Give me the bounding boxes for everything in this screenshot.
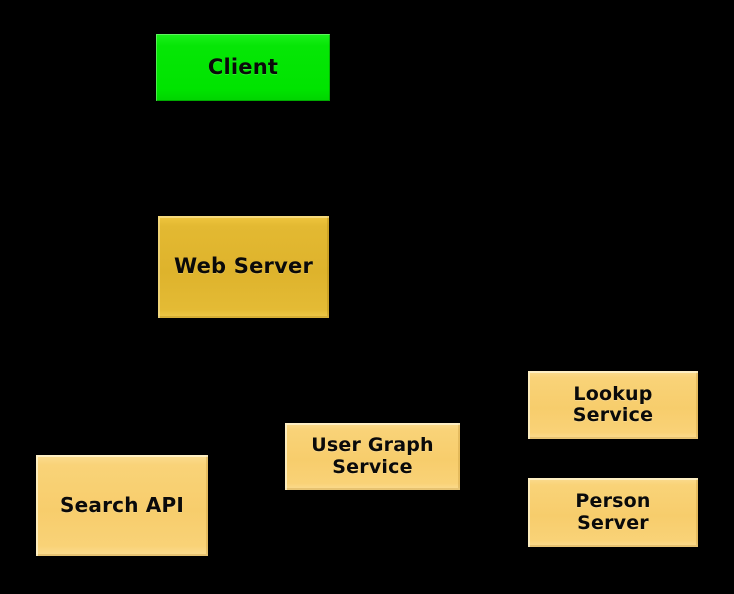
node-label-lookup-service: Lookup Service [572,382,654,426]
node-label-user-graph-service: User Graph Service [311,434,434,478]
node-search-api[interactable]: Search API [36,455,208,556]
node-label-web-server: Web Server [173,254,313,279]
node-lookup-service[interactable]: Lookup Service [528,371,698,439]
node-label-client: Client [207,54,279,79]
node-web-server[interactable]: Web Server [158,216,329,318]
node-person-server[interactable]: Person Server [528,478,698,547]
node-label-search-api: Search API [60,493,184,518]
node-label-person-server: Person Server [575,490,651,534]
node-user-graph-service[interactable]: User Graph Service [285,423,460,490]
node-client[interactable]: Client [156,34,330,101]
